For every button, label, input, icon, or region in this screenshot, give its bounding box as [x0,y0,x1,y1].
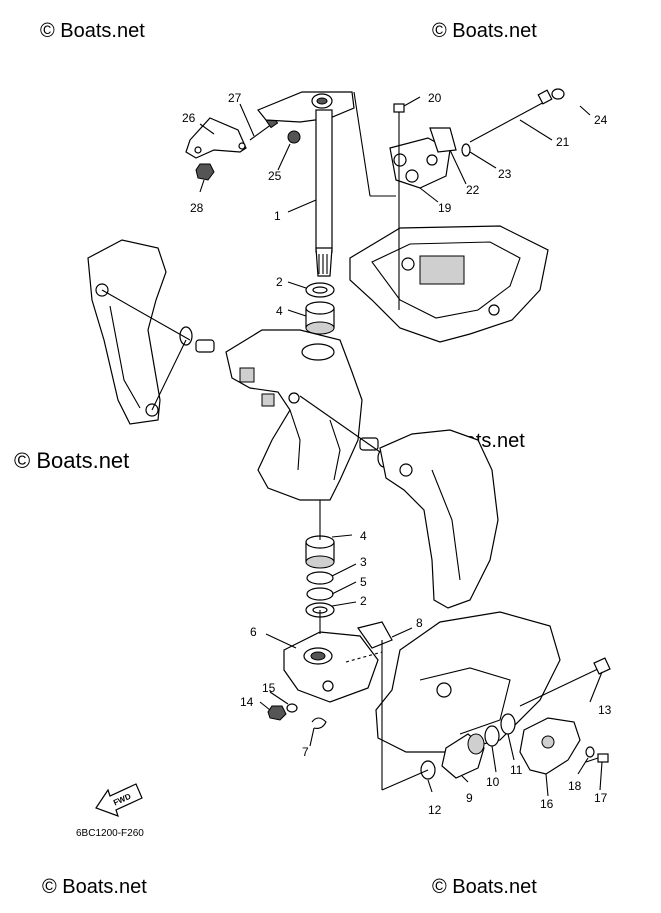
label-2-upper[interactable]: 2 [276,275,283,289]
diagram-code: 6BC1200-F260 [76,828,144,839]
watermark-bottom-right: © Boats.net [432,876,537,898]
mount-rubber-9-drawing [441,733,485,779]
guide-lines [101,91,429,791]
label-10[interactable]: 10 [486,775,500,789]
watermark-top-left: © Boats.net [40,20,145,42]
label-19[interactable]: 19 [438,201,452,215]
label-20[interactable]: 20 [428,91,442,105]
plate-8-drawing [357,621,393,649]
bushing-4-upper-drawing [305,301,335,335]
label-28[interactable]: 28 [190,201,204,215]
label-3[interactable]: 3 [360,555,367,569]
watermark-middle-left: © Boats.net [14,448,129,473]
label-4-upper[interactable]: 4 [276,304,283,318]
nut-28-drawing [195,163,215,181]
label-4-lower[interactable]: 4 [360,529,367,543]
cover-16-drawing [519,717,581,775]
label-1[interactable]: 1 [274,209,281,223]
bolt-20-drawing [393,103,405,132]
label-15[interactable]: 15 [262,681,276,695]
label-23[interactable]: 23 [498,167,512,181]
clamp-bracket-right-drawing [379,429,499,609]
bushing-4-lower-drawing [305,535,335,569]
nut-25-drawing [287,130,301,144]
label-6[interactable]: 6 [250,625,257,639]
label-27[interactable]: 27 [228,91,242,105]
ring-5-drawing [306,587,334,601]
label-5[interactable]: 5 [360,575,367,589]
label-9[interactable]: 9 [466,791,473,805]
yoke-6-drawing [283,631,379,703]
washer-18-drawing [585,746,595,758]
fwd-arrow: FWD [95,783,143,817]
nut-14-drawing [267,705,287,721]
clip-7-drawing [311,717,327,729]
bolt-21-drawing [469,99,549,143]
upper-mount-housing-drawing [349,225,549,343]
washer-23-drawing [461,143,471,157]
plate-22-drawing [429,127,457,153]
label-16[interactable]: 16 [540,797,554,811]
label-17[interactable]: 17 [594,791,608,805]
label-14[interactable]: 14 [240,695,254,709]
label-22[interactable]: 22 [466,183,480,197]
watermark-top-right: © Boats.net [432,20,537,42]
bolt-17-drawing [585,753,609,763]
steering-shaft-1-drawing [257,91,355,277]
lower-mount-housing-drawing [375,611,561,753]
mount-19-drawing [389,137,451,189]
label-8[interactable]: 8 [416,616,423,630]
label-25[interactable]: 25 [268,169,282,183]
leader-lines [199,96,603,797]
label-18[interactable]: 18 [568,779,582,793]
label-7[interactable]: 7 [302,745,309,759]
washer-11-drawing [500,713,516,735]
washer-15-drawing [286,703,298,713]
nut-24-drawing [551,88,565,100]
label-12[interactable]: 12 [428,803,442,817]
washer-10-drawing [484,725,500,747]
label-24[interactable]: 24 [594,113,608,127]
label-13[interactable]: 13 [598,703,612,717]
label-11[interactable]: 11 [510,763,523,777]
bolt-13-drawing [519,667,601,707]
swivel-bracket-drawing [225,329,363,501]
part-labels: 1 2 4 4 3 5 2 6 8 15 14 7 13 10 11 9 12 … [182,91,612,817]
bracket-26-drawing [185,117,247,159]
clamp-bracket-left-drawing [87,239,167,425]
label-21[interactable]: 21 [556,135,570,149]
label-2-lower[interactable]: 2 [360,594,367,608]
ring-3-drawing [306,571,334,585]
watermark-bottom-left: © Boats.net [42,876,147,898]
label-26[interactable]: 26 [182,111,196,125]
